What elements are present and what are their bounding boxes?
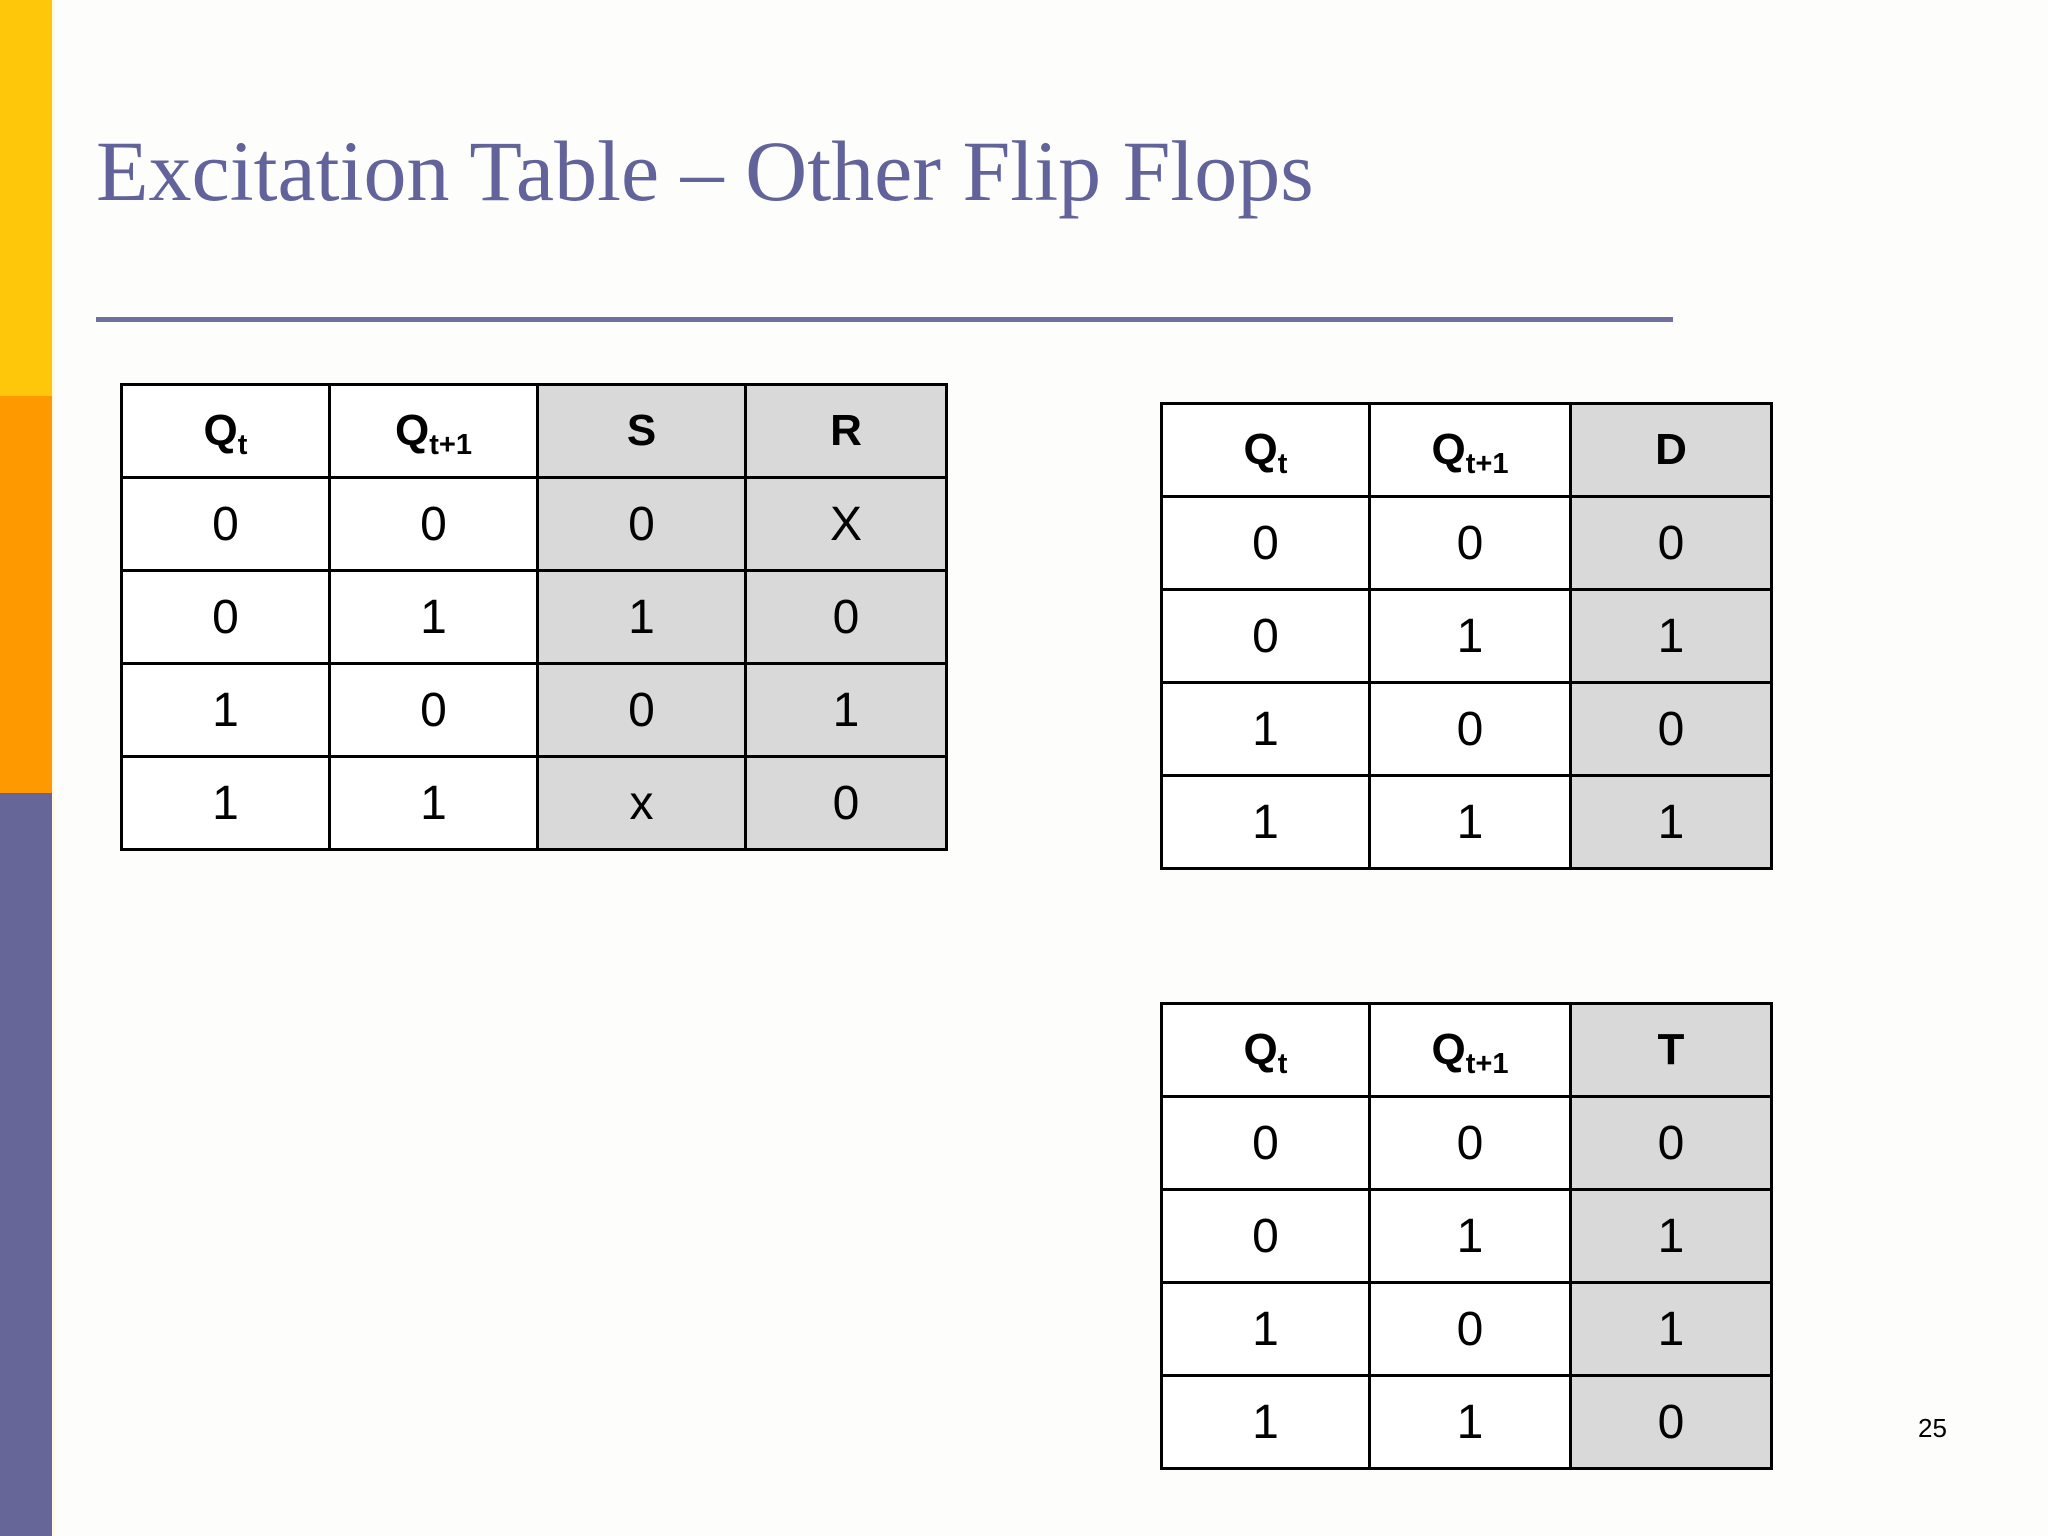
column-header-s: S: [536, 383, 747, 479]
title-block: Excitation Table – Other Flip Flops: [96, 128, 1696, 214]
cell-qt1: 1: [1368, 1374, 1572, 1470]
cell-qt: 0: [120, 569, 331, 665]
page-title: Excitation Table – Other Flip Flops: [96, 123, 1314, 219]
table-row: 0 0 0: [1160, 1095, 1773, 1191]
cell-d: 0: [1569, 681, 1773, 777]
table-header-row: Qt Qt+1 T: [1160, 1002, 1773, 1098]
cell-qt1: 0: [1368, 681, 1572, 777]
cell-qt1: 0: [328, 476, 539, 572]
accent-band-purple: [0, 793, 52, 1536]
cell-s: 0: [536, 662, 747, 758]
cell-qt: 0: [1160, 588, 1371, 684]
cell-qt1: 0: [1368, 495, 1572, 591]
title-divider: [96, 317, 1673, 322]
cell-qt1: 1: [328, 755, 539, 851]
table-row: 1 1 1: [1160, 774, 1773, 870]
cell-d: 1: [1569, 774, 1773, 870]
cell-t: 1: [1569, 1188, 1773, 1284]
column-header-d: D: [1569, 402, 1773, 498]
cell-qt1: 0: [1368, 1095, 1572, 1191]
table-row: 1 0 0: [1160, 681, 1773, 777]
cell-qt1: 1: [328, 569, 539, 665]
cell-t: 0: [1569, 1374, 1773, 1470]
cell-qt1: 1: [1368, 588, 1572, 684]
column-header-qt: Qt: [1160, 1002, 1371, 1098]
column-header-qt1: Qt+1: [1368, 402, 1572, 498]
cell-qt1: 1: [1368, 774, 1572, 870]
slide-accent-bar: [0, 0, 55, 1536]
accent-bar-edge: [52, 0, 55, 1536]
cell-qt1: 0: [328, 662, 539, 758]
table-row: 0 1 1: [1160, 588, 1773, 684]
column-header-qt1: Qt+1: [1368, 1002, 1572, 1098]
cell-qt: 0: [120, 476, 331, 572]
cell-d: 1: [1569, 588, 1773, 684]
cell-qt: 1: [1160, 1281, 1371, 1377]
table-row: 0 1 1 0: [120, 569, 948, 665]
cell-r: 1: [744, 662, 948, 758]
table-row: 0 0 0: [1160, 495, 1773, 591]
column-header-r: R: [744, 383, 948, 479]
table-header-row: Qt Qt+1 D: [1160, 402, 1773, 498]
cell-qt: 1: [120, 755, 331, 851]
cell-qt: 1: [1160, 681, 1371, 777]
column-header-t: T: [1569, 1002, 1773, 1098]
cell-s: 1: [536, 569, 747, 665]
t-flip-flop-excitation-table: Qt Qt+1 T 0 0 0 0 1 1 1 0 1 1 1 0: [1160, 1002, 1773, 1470]
sr-flip-flop-excitation-table: Qt Qt+1 S R 0 0 0 X 0 1 1 0 1 0: [120, 383, 948, 851]
cell-qt: 1: [1160, 1374, 1371, 1470]
table-row: 0 0 0 X: [120, 476, 948, 572]
table-row: 0 1 1: [1160, 1188, 1773, 1284]
accent-band-orange: [0, 396, 52, 793]
cell-d: 0: [1569, 495, 1773, 591]
table-row: 1 0 1: [1160, 1281, 1773, 1377]
cell-s: x: [536, 755, 747, 851]
table-row: 1 1 x 0: [120, 755, 948, 851]
accent-band-yellow: [0, 0, 52, 396]
cell-r: 0: [744, 755, 948, 851]
cell-qt: 1: [1160, 774, 1371, 870]
table-row: 1 1 0: [1160, 1374, 1773, 1470]
cell-r: 0: [744, 569, 948, 665]
cell-t: 1: [1569, 1281, 1773, 1377]
column-header-qt1: Qt+1: [328, 383, 539, 479]
column-header-qt: Qt: [120, 383, 331, 479]
cell-qt1: 1: [1368, 1188, 1572, 1284]
cell-qt: 1: [120, 662, 331, 758]
cell-r: X: [744, 476, 948, 572]
cell-qt: 0: [1160, 1095, 1371, 1191]
page-number: 25: [1918, 1413, 1947, 1443]
cell-qt: 0: [1160, 495, 1371, 591]
cell-qt1: 0: [1368, 1281, 1572, 1377]
cell-qt: 0: [1160, 1188, 1371, 1284]
table-header-row: Qt Qt+1 S R: [120, 383, 948, 479]
cell-s: 0: [536, 476, 747, 572]
d-flip-flop-excitation-table: Qt Qt+1 D 0 0 0 0 1 1 1 0 0 1 1 1: [1160, 402, 1773, 870]
table-row: 1 0 0 1: [120, 662, 948, 758]
cell-t: 0: [1569, 1095, 1773, 1191]
column-header-qt: Qt: [1160, 402, 1371, 498]
